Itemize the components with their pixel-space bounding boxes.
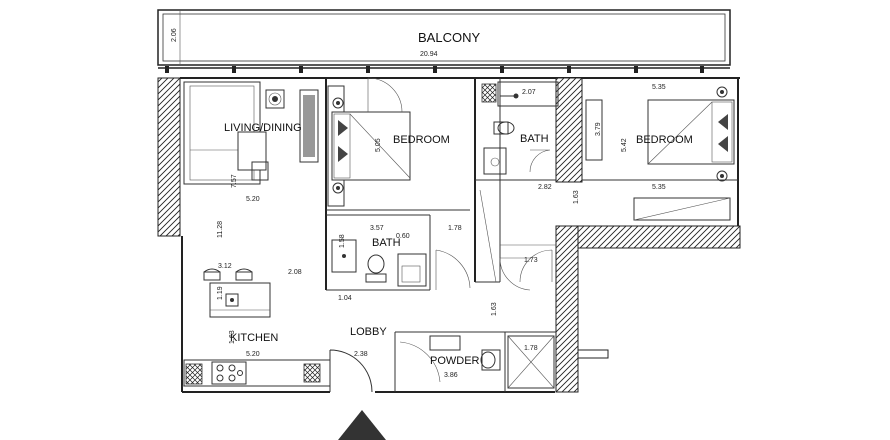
room-labels: BALCONY LIVING/DINING BEDROOM BATH BEDRO… [224,30,693,367]
bath-1-fixtures [481,81,559,175]
room-label-bedroom-1: BEDROOM [393,134,450,146]
dim-bedroom1-depth: 5.05 [375,138,382,152]
dim-bath2-depth: 1.58 [339,234,346,248]
shower-tray [481,83,497,103]
dim-entry-width: 1.73 [524,257,538,264]
wardrobe-2 [585,99,603,161]
room-label-living-dining: LIVING/DINING [224,122,302,134]
dim-bath1-width: 2.07 [522,89,536,96]
living-furniture [183,81,319,185]
bedroom-2-furniture [585,86,735,221]
bedroom-1-furniture [327,77,411,207]
washer [303,363,321,383]
dim-counter-width: 3.12 [218,263,232,270]
room-label-lobby: LOBBY [350,326,387,338]
dim-bath1-depth: 3.79 [595,122,602,136]
balcony-railing-posts [165,66,704,73]
bed [331,111,411,181]
dim-closet-width: 1.04 [338,295,352,302]
plant-icon [265,89,285,109]
kitchen-island [209,282,271,318]
toilet-icon [493,121,515,135]
cooktop-icon [211,361,247,385]
dim-island-depth: 1.19 [217,286,224,300]
room-label-bath-2: BATH [372,237,401,249]
vanity [483,147,507,175]
dim-dining-span: 2.08 [288,269,302,276]
exterior-walls [157,77,741,393]
powder-fixtures [399,335,555,389]
dim-hall-depth: 1.63 [491,302,498,316]
lamp-icon-2 [716,86,728,182]
sink-icon [225,293,239,307]
store-box [507,335,555,389]
dim-store-width: 1.78 [524,345,538,352]
dim-corridor-width: 3.57 [370,225,384,232]
shower-icon [500,93,519,99]
room-label-bedroom-2: BEDROOM [636,134,693,146]
kitchen-furniture [183,268,331,387]
dim-living-depth: 7.57 [231,174,238,188]
room-label-balcony: BALCONY [418,30,480,45]
dimension-labels: 2.06 20.94 7.57 5.20 11.28 5.05 2.07 3.7… [171,28,666,379]
dim-corridor-right: 1.78 [448,225,462,232]
dim-bath1-lower-width: 2.82 [538,184,552,191]
room-label-kitchen: KITCHEN [230,332,278,344]
dim-bath2-gap: 0.60 [396,233,410,240]
dim-bedroom2-width-top: 5.35 [652,84,666,91]
bed-2 [647,99,735,165]
doors [329,189,553,393]
dim-balcony-width: 20.94 [420,51,438,58]
dim-kitchen-width: 5.20 [246,351,260,358]
bar-stools [203,268,253,281]
desk [633,197,731,221]
dim-balcony-depth: 2.06 [171,28,178,42]
balcony-area [157,9,731,73]
dim-bedroom2-width-bottom: 5.35 [652,184,666,191]
dim-total-depth: 11.28 [217,221,224,238]
lamp-icon [332,97,344,194]
dim-powder-width: 3.86 [444,372,458,379]
dim-side-depth: 1.63 [573,190,580,204]
room-label-powder: POWDER [430,355,480,367]
room-label-bath-1: BATH [520,133,549,145]
dim-kitchen-depth: 1.63 [229,330,236,344]
dim-bedroom2-depth: 5.42 [621,138,628,152]
dim-living-width: 5.20 [246,196,260,203]
bath-2-fixtures [331,239,471,290]
fridge [185,363,203,385]
entry-arrow-icon [338,410,386,440]
vanity-2 [397,253,427,287]
dim-lobby-width: 2.38 [354,351,368,358]
toilet-icon-2 [365,254,387,283]
